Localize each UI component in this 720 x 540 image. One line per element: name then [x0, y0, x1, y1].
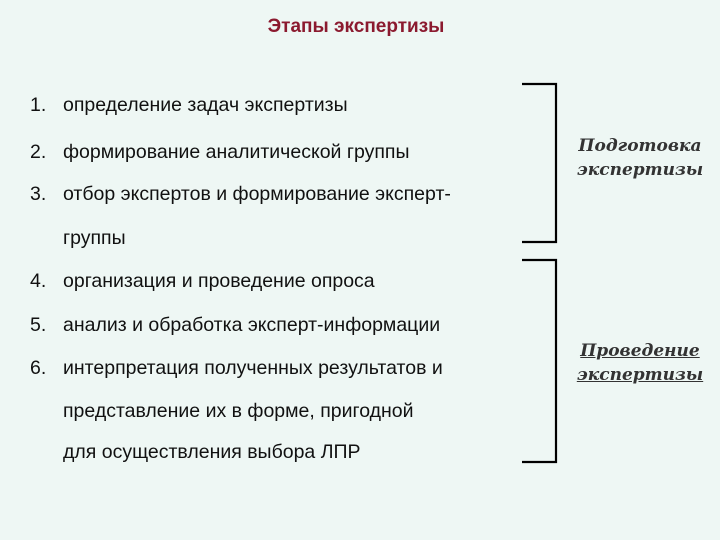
step-number: 3. — [30, 183, 47, 205]
step-number: 2. — [30, 141, 47, 163]
step-item-5: 5. анализ и обработка эксперт-информации — [30, 314, 440, 337]
phase-label-line: Проведение — [580, 341, 700, 361]
step-text: отбор экспертов и формирование эксперт- — [63, 183, 451, 205]
step-number: 5. — [30, 314, 47, 336]
phase-label-line: экспертизы — [576, 160, 704, 180]
step-text: формирование аналитической группы — [63, 141, 410, 163]
phase-label-execution: Проведение экспертизы — [570, 339, 710, 387]
step-text: анализ и обработка эксперт-информации — [63, 314, 441, 336]
step-item-1: 1. определение задач экспертизы — [30, 94, 348, 117]
step-text-continuation: группы — [63, 227, 126, 249]
preparation-bracket — [522, 82, 558, 244]
step-text-continuation: представление их в форме, пригодной — [63, 400, 414, 422]
phase-label-preparation: Подготовка экспертизы — [570, 134, 710, 182]
step-text: определение задач экспертизы — [63, 94, 348, 116]
step-number: 1. — [30, 94, 47, 116]
page-title: Этапы экспертизы — [267, 16, 445, 37]
phase-label-line: Подготовка — [578, 136, 702, 156]
step-item-4: 4. организация и проведение опроса — [30, 270, 375, 293]
step-text: интерпретация полученных результатов и — [63, 357, 443, 379]
step-number: 6. — [30, 357, 47, 379]
step-item-3: 3. отбор экспертов и формирование эксперт… — [30, 183, 451, 206]
step-item-6: 6. интерпретация полученных результатов и — [30, 357, 443, 380]
phase-label-line: экспертизы — [576, 365, 704, 385]
step-number: 4. — [30, 270, 47, 292]
step-text: организация и проведение опроса — [63, 270, 375, 292]
step-text-continuation: для осуществления выбора ЛПР — [63, 441, 361, 463]
step-item-2: 2. формирование аналитической группы — [30, 141, 409, 164]
execution-bracket — [522, 258, 558, 464]
